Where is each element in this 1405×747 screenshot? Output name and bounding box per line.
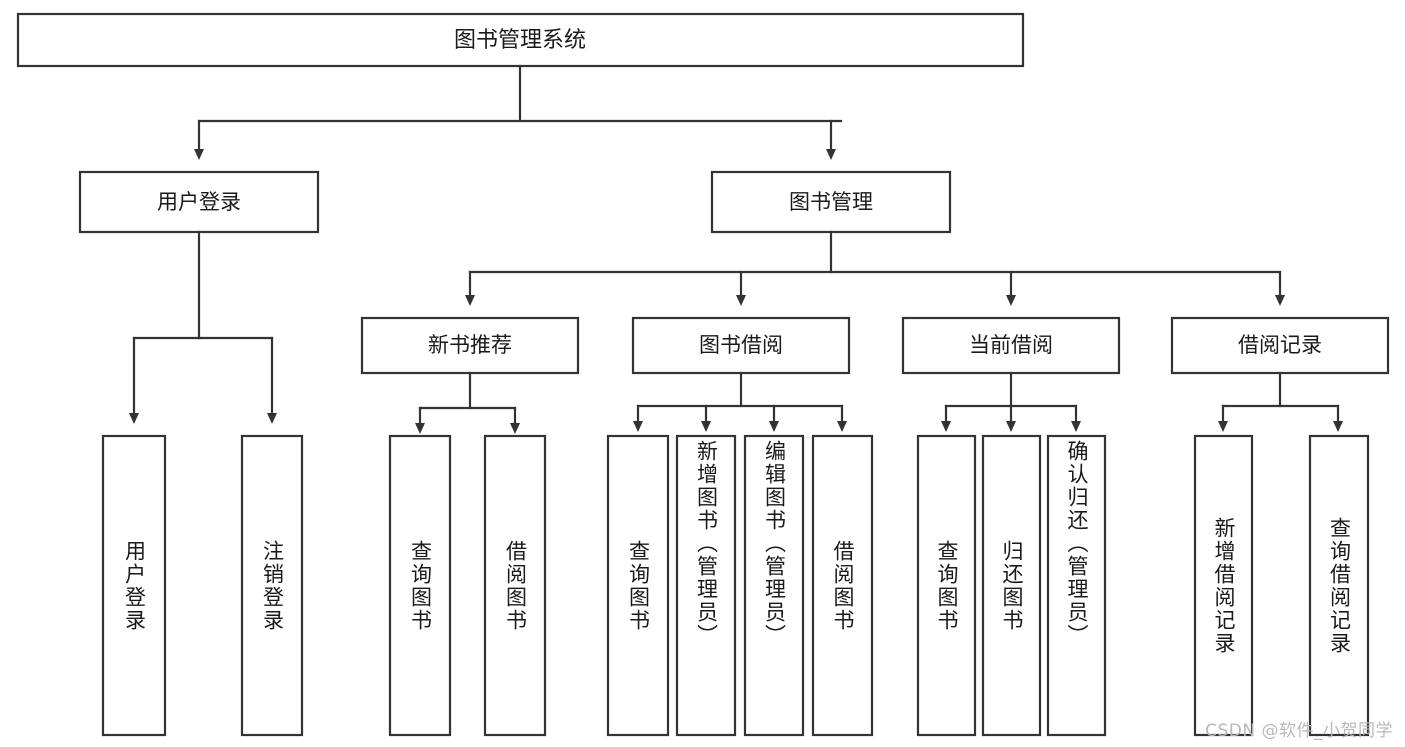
leaf-box-return-book[interactable]	[981, 434, 1042, 737]
node-book-borrow-label: 图书借阅	[699, 333, 783, 357]
leaf-box-user-login[interactable]	[101, 434, 167, 737]
leaf-box-add-book-admin[interactable]	[675, 434, 737, 737]
node-new-book-recommend-label: 新书推荐	[428, 333, 512, 357]
connector-borrow-record-to-leaves	[1218, 371, 1343, 432]
node-root-label: 图书管理系统	[454, 28, 586, 53]
connector-new-book-recommend-to-leaves	[415, 371, 520, 434]
node-new-book-recommend[interactable]: 新书推荐	[360, 316, 580, 375]
node-book-manage-label: 图书管理	[789, 190, 873, 214]
node-user-login[interactable]: 用户登录	[78, 170, 320, 234]
node-user-login-label: 用户登录	[157, 190, 241, 214]
leaf-box-edit-book-admin[interactable]	[743, 434, 805, 737]
leaf-box-query-book-2[interactable]	[606, 434, 670, 737]
leaf-box-query-book-1[interactable]	[388, 434, 452, 737]
leaf-box-borrow-book-1[interactable]	[483, 434, 547, 737]
leaf-box-borrow-book-2[interactable]	[811, 434, 874, 737]
connector-root-to-level2	[194, 64, 843, 160]
node-current-borrow-box	[901, 316, 1121, 375]
leaf-box-confirm-return-admin[interactable]	[1046, 434, 1107, 737]
leaf-box-add-borrow-record[interactable]	[1193, 434, 1254, 737]
node-user-login-box	[78, 170, 320, 234]
node-root[interactable]: 图书管理系统	[16, 12, 1025, 68]
node-new-book-recommend-box	[360, 316, 580, 375]
node-current-borrow-label: 当前借阅	[969, 333, 1053, 357]
node-borrow-record[interactable]: 借阅记录	[1170, 316, 1390, 375]
leaf-box-logout-login[interactable]	[240, 434, 304, 737]
connector-user-login-to-leaves	[129, 230, 277, 424]
connector-book-manage-to-level3	[465, 230, 1285, 306]
node-borrow-record-label: 借阅记录	[1238, 333, 1322, 357]
connector-book-borrow-to-leaves	[633, 371, 847, 432]
node-root-box	[16, 12, 1025, 68]
node-book-borrow[interactable]: 图书借阅	[631, 316, 851, 375]
node-book-manage[interactable]: 图书管理	[710, 170, 952, 234]
leaf-box-query-borrow-record[interactable]	[1308, 434, 1370, 737]
node-current-borrow[interactable]: 当前借阅	[901, 316, 1121, 375]
connector-current-borrow-to-leaves	[941, 371, 1081, 432]
leaf-box-query-book-3[interactable]	[916, 434, 977, 737]
